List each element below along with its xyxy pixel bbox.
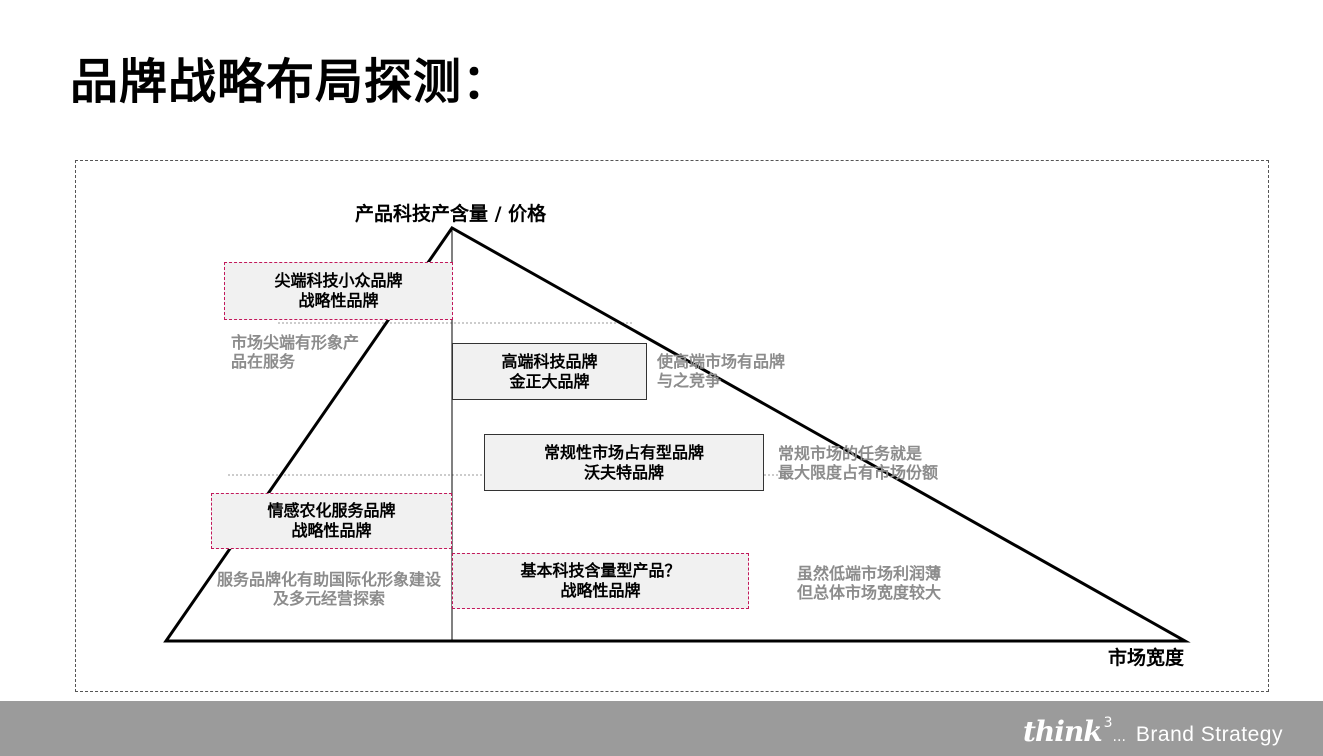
note-line-2: 但总体市场宽度较大: [796, 583, 941, 602]
box-line-2: 金正大品牌: [509, 371, 590, 391]
x-axis-label: 市场宽度: [1108, 647, 1185, 669]
footer-bar: think 3 ... Brand Strategy: [0, 701, 1323, 756]
box-high-end-tech-brand: 高端科技品牌 金正大品牌: [452, 343, 647, 400]
footer-brand: think 3 ... Brand Strategy: [1023, 715, 1283, 748]
note-line-1: 常规市场的任务就是: [778, 444, 923, 463]
box-line-2: 沃夫特品牌: [583, 462, 664, 482]
box-line-1: 高端科技品牌: [501, 351, 598, 371]
note-line-1: 市场尖端有形象产: [231, 333, 360, 352]
note-cutting-edge: 市场尖端有形象产 品在服务: [231, 333, 359, 371]
box-line-1: 尖端科技小众品牌: [274, 271, 403, 290]
note-line-2: 与之竞争: [657, 371, 722, 390]
footer-tagline: Brand Strategy: [1135, 723, 1283, 746]
box-emotional-service-brand: 情感农化服务品牌 战略性品牌: [211, 493, 452, 549]
box-line-1: 常规性市场占有型品牌: [543, 442, 704, 462]
note-service-brand: 服务品牌化有助国际化形象建设 及多元经营探索: [209, 570, 449, 608]
diagram-frame: [75, 160, 1269, 692]
box-line-2: 战略性品牌: [291, 521, 372, 540]
box-line-1: 基本科技含量型产品？: [520, 561, 681, 580]
note-low-end: 虽然低端市场利润薄 但总体市场宽度较大: [787, 564, 951, 602]
note-line-1: 服务品牌化有助国际化形象建设: [216, 570, 441, 589]
market-triangle: [163, 226, 1191, 643]
note-high-end: 使高端市场有品牌 与之竞争: [657, 352, 785, 390]
think-logo-superscript: 3: [1103, 715, 1113, 731]
note-line-1: 使高端市场有品牌: [657, 352, 786, 371]
box-mainstream-market-brand: 常规性市场占有型品牌 沃夫特品牌: [484, 434, 764, 491]
note-line-2: 最大限度占有市场份额: [778, 463, 939, 482]
y-axis-label: 产品科技产含量 / 价格: [355, 203, 547, 225]
box-basic-tech-product: 基本科技含量型产品？ 战略性品牌: [452, 553, 749, 609]
note-mainstream: 常规市场的任务就是 最大限度占有市场份额: [778, 444, 938, 482]
note-line-2: 及多元经营探索: [272, 589, 385, 608]
box-cutting-edge-niche-brand: 尖端科技小众品牌 战略性品牌: [224, 262, 453, 320]
box-line-2: 战略性品牌: [298, 291, 379, 310]
think-logo-dots: ...: [1112, 729, 1126, 745]
think-logo: think: [1022, 715, 1103, 748]
box-line-1: 情感农化服务品牌: [267, 501, 396, 520]
note-line-1: 虽然低端市场利润薄: [796, 564, 941, 583]
page-title: 品牌战略布局探测：: [70, 54, 512, 110]
note-line-2: 品在服务: [231, 352, 296, 371]
box-line-2: 战略性品牌: [560, 581, 641, 600]
